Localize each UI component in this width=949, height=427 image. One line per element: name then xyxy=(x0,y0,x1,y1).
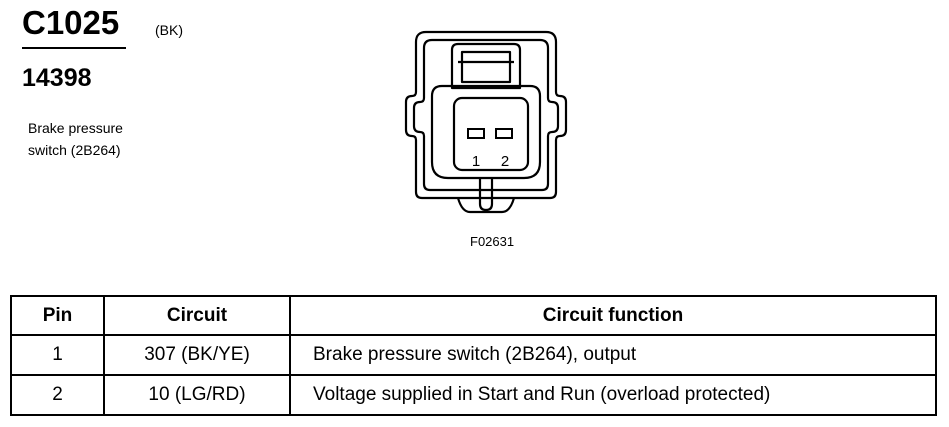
cell-function: Brake pressure switch (2B264), output xyxy=(289,334,937,376)
header-function: Circuit function xyxy=(289,295,937,336)
connector-id: C1025 xyxy=(22,4,120,41)
description-line-2: switch (2B264) xyxy=(28,142,121,158)
title-underline xyxy=(22,47,126,49)
latch-tab-outer xyxy=(450,42,522,90)
cell-circuit: 10 (LG/RD) xyxy=(103,374,291,416)
cell-circuit: 307 (BK/YE) xyxy=(103,334,291,376)
cell-function: Voltage supplied in Start and Run (overl… xyxy=(289,374,937,416)
cell-pin: 2 xyxy=(10,374,105,416)
housing-inner xyxy=(412,38,560,192)
pinout-table: Pin Circuit Circuit function 1 307 (BK/Y… xyxy=(10,295,937,416)
component-description: Brake pressure switch (2B264) xyxy=(28,117,123,161)
connector-body xyxy=(430,84,542,180)
pin-slot-2 xyxy=(495,128,513,139)
connector-color-code: (BK) xyxy=(155,22,183,38)
latch-tab-inner xyxy=(460,50,512,84)
terminal-cavity xyxy=(452,96,530,172)
pin-label-2: 2 xyxy=(501,153,509,170)
table-header-row: Pin Circuit Circuit function xyxy=(10,295,937,336)
pin-slot-1 xyxy=(467,128,485,139)
connector-face-diagram: 1 2 xyxy=(404,30,568,214)
pin-label-1: 1 xyxy=(472,153,480,170)
figure-id: F02631 xyxy=(470,234,515,249)
part-number: 14398 xyxy=(22,64,92,92)
housing-outer xyxy=(404,30,568,200)
cell-pin: 1 xyxy=(10,334,105,376)
table-row: 1 307 (BK/YE) Brake pressure switch (2B2… xyxy=(10,334,937,376)
bottom-lip xyxy=(456,197,516,214)
description-line-1: Brake pressure xyxy=(28,120,123,136)
header-circuit: Circuit xyxy=(103,295,291,336)
polarizing-key xyxy=(478,178,494,212)
header-pin: Pin xyxy=(10,295,105,336)
table-row: 2 10 (LG/RD) Voltage supplied in Start a… xyxy=(10,374,937,416)
